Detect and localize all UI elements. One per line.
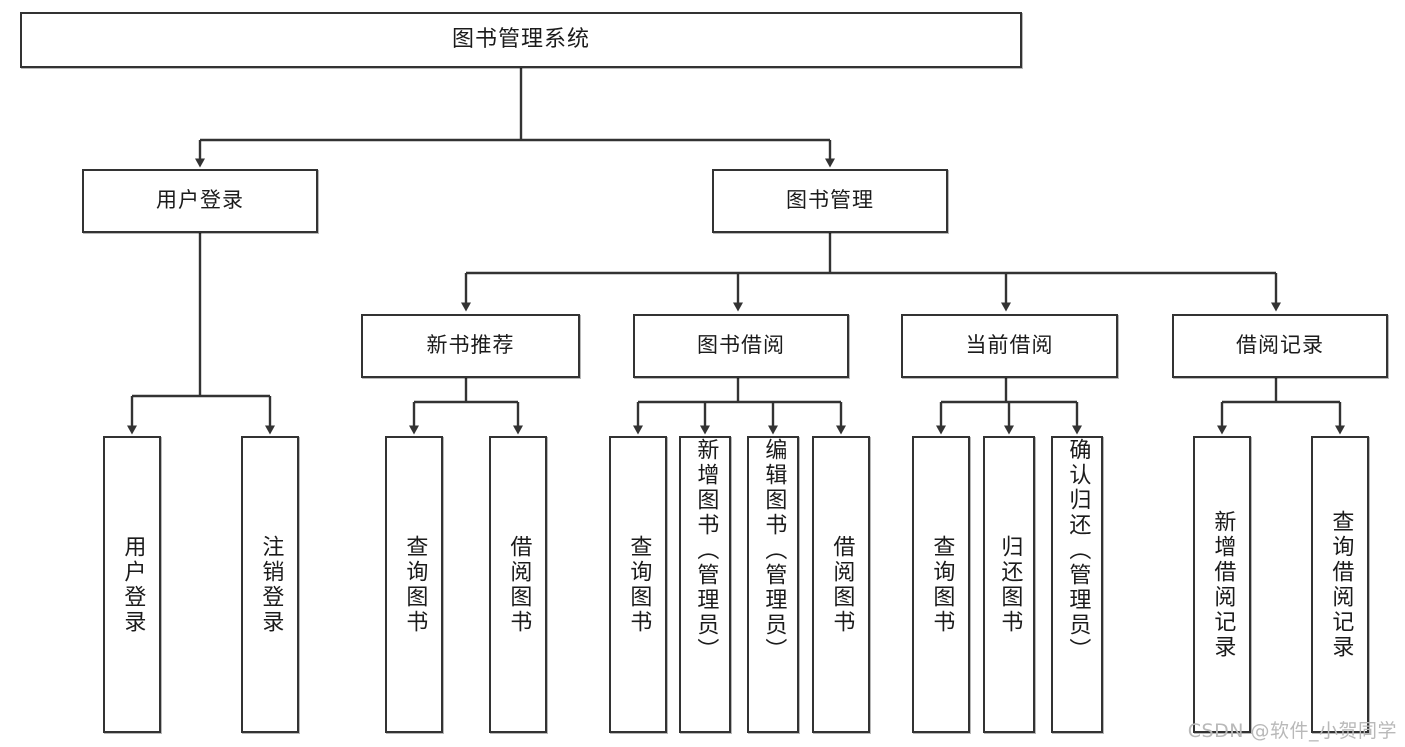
node-root-label: 图书管理系统	[451, 26, 590, 52]
node-leaf-add-record[interactable]: 新增借阅记录	[1193, 436, 1251, 733]
node-leaf-borrow-book-2[interactable]: 借阅图书	[812, 436, 870, 733]
node-root[interactable]: 图书管理系统	[20, 12, 1022, 68]
node-leaf-query-book-3[interactable]: 查询图书	[912, 436, 970, 733]
node-leaf-query-record[interactable]: 查询借阅记录	[1311, 436, 1369, 733]
node-leaf-query-book-3-label: 查询图书	[929, 534, 955, 635]
node-leaf-user-logout[interactable]: 注销登录	[241, 436, 299, 733]
node-book-borrow-label: 图书借阅	[697, 333, 785, 358]
node-leaf-return-book[interactable]: 归还图书	[983, 436, 1035, 733]
node-user-login[interactable]: 用户登录	[82, 169, 318, 233]
node-leaf-query-book-1-label: 查询图书	[402, 534, 428, 635]
node-leaf-user-login-label: 用户登录	[120, 534, 146, 635]
node-leaf-edit-book-label: 编辑图书（管理员）	[761, 438, 787, 663]
node-leaf-user-logout-label: 注销登录	[258, 534, 284, 635]
node-new-book-rec-label: 新书推荐	[426, 333, 515, 358]
node-current-borrow[interactable]: 当前借阅	[901, 314, 1118, 378]
node-leaf-user-login[interactable]: 用户登录	[103, 436, 161, 733]
node-leaf-query-book-2[interactable]: 查询图书	[609, 436, 667, 733]
node-book-admin-label: 图书管理	[786, 188, 874, 213]
node-user-login-label: 用户登录	[156, 188, 244, 213]
node-new-book-rec[interactable]: 新书推荐	[361, 314, 580, 378]
node-book-borrow[interactable]: 图书借阅	[633, 314, 849, 378]
node-leaf-add-book-label: 新增图书（管理员）	[693, 438, 719, 663]
node-leaf-confirm-return[interactable]: 确认归还（管理员）	[1051, 436, 1103, 733]
node-leaf-borrow-book-1[interactable]: 借阅图书	[489, 436, 547, 733]
node-leaf-edit-book[interactable]: 编辑图书（管理员）	[747, 436, 799, 733]
node-leaf-query-book-1[interactable]: 查询图书	[385, 436, 443, 733]
node-leaf-query-book-2-label: 查询图书	[626, 534, 652, 635]
node-leaf-borrow-book-2-label: 借阅图书	[829, 534, 855, 635]
node-leaf-add-record-label: 新增借阅记录	[1210, 509, 1236, 660]
node-borrow-record-label: 借阅记录	[1236, 333, 1324, 358]
node-leaf-confirm-return-label: 确认归还（管理员）	[1065, 438, 1091, 663]
node-leaf-borrow-book-1-label: 借阅图书	[506, 534, 532, 635]
node-borrow-record[interactable]: 借阅记录	[1172, 314, 1388, 378]
node-leaf-return-book-label: 归还图书	[997, 534, 1023, 635]
node-leaf-add-book[interactable]: 新增图书（管理员）	[679, 436, 731, 733]
node-book-admin[interactable]: 图书管理	[712, 169, 948, 233]
node-leaf-query-record-label: 查询借阅记录	[1328, 509, 1354, 660]
node-current-borrow-label: 当前借阅	[965, 333, 1054, 358]
